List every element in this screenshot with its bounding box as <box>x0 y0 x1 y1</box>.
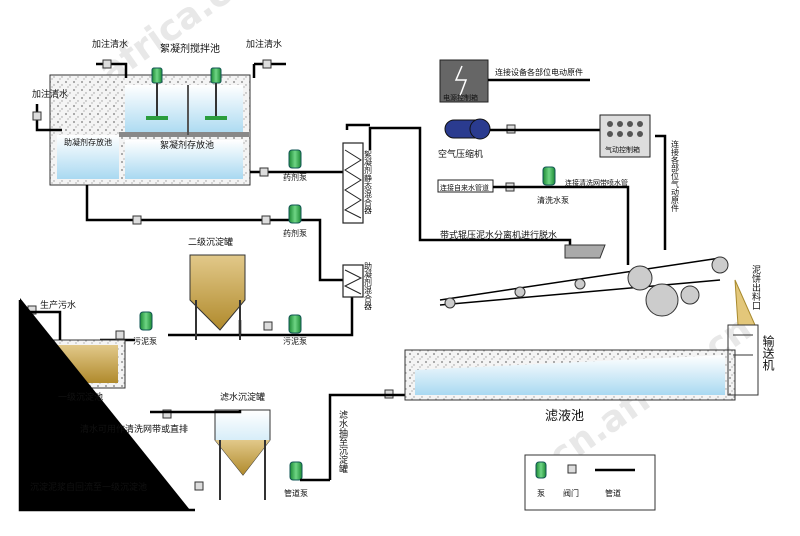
static-mixer-1-label: 絮凝剂静态混合器 <box>364 149 373 215</box>
pump-icon <box>288 204 302 224</box>
pipeline-pump-label: 管道泵 <box>284 488 308 498</box>
static-mixer-2 <box>342 264 364 298</box>
static-mixer-1 <box>342 142 364 224</box>
dosing-pump-label: 药剂泵 <box>283 172 307 182</box>
spray-note: 连接清洗网带喷水管 <box>565 178 628 187</box>
power-box-note: 连接设备各部位电动原件 <box>495 67 583 77</box>
pneumatic-wire <box>655 134 667 250</box>
belt-press <box>439 244 729 317</box>
primary-settling-tank <box>20 298 190 510</box>
flocculant-store-label: 絮凝剂存放池 <box>160 139 214 151</box>
power-control-box <box>439 59 489 103</box>
static-mixer-2-label: 助凝剂混合器 <box>364 261 373 311</box>
secondary-settling-tank <box>189 254 246 340</box>
legend <box>524 454 656 511</box>
pump-icon <box>288 149 302 169</box>
pneumatic-note: 连接各部位气动原件 <box>671 139 680 213</box>
pump-icon <box>542 166 556 186</box>
filtrate-settling-tank <box>214 409 271 500</box>
pneumatic-control-box <box>599 114 651 158</box>
cake-outlet-label: 泥饼出料口 <box>750 265 761 310</box>
conveyor <box>727 324 759 396</box>
legend-valve-label: 阀门 <box>563 488 579 498</box>
filtrate-pipe <box>300 393 410 482</box>
sludge-pump-label: 污泥泵 <box>133 336 157 346</box>
air-compressor-label: 空气压缩机 <box>438 148 483 160</box>
filtrate-pool <box>404 349 736 401</box>
conveyor-label: 输送机 <box>761 334 775 371</box>
primary-tank-label: 一级沉淀池 <box>58 391 103 403</box>
power-box-label: 电源控制箱 <box>443 93 478 102</box>
legend-valve-icon <box>567 464 577 474</box>
clean-water-note: 清水可用作清洗网带或直排 <box>80 423 188 435</box>
sludge-pump-label: 污泥泵 <box>283 336 307 346</box>
chemical-tanks <box>49 74 251 186</box>
filtrate-tank-label: 滤水沉淀罐 <box>220 391 265 403</box>
production-wastewater-label: 生产污水 <box>40 299 76 311</box>
return-pipe <box>18 300 195 512</box>
filtrate-pumped-label: 滤水抽至沉淀罐 <box>337 409 348 474</box>
coagulant-tank-label: 助凝剂存放池 <box>64 137 112 147</box>
pump-icon <box>139 311 153 331</box>
filtrate-pool-label: 滤液池 <box>545 409 584 424</box>
mixer-2 <box>205 67 227 120</box>
belt-press-note: 带式辊压泥水分离机进行脱水 <box>440 229 557 241</box>
add-water-label: 加注清水 <box>246 38 282 50</box>
sludge-return-note: 沉淀泥浆自回流至一级沉淀池 <box>30 481 147 493</box>
production-wastewater-pipe <box>20 310 62 340</box>
air-compressor <box>444 118 491 140</box>
dosing-pump-label: 药剂泵 <box>283 228 307 238</box>
flocculant-mix-tank-label: 絮凝剂搅拌池 <box>160 42 220 55</box>
secondary-tank-label: 二级沉淀罐 <box>188 236 233 248</box>
legend-pipe-label: 管道 <box>605 488 621 498</box>
spray-pipe <box>493 185 630 265</box>
clean-water-pipe <box>150 410 242 414</box>
add-water-label: 加注清水 <box>32 88 68 100</box>
mixer-1 <box>146 67 168 120</box>
tap-water-label: 连接自来水管道 <box>440 183 489 192</box>
pneumatic-box-label: 气动控制箱 <box>605 145 640 154</box>
add-water-label: 加注清水 <box>92 38 128 50</box>
pump-icon <box>289 461 303 481</box>
pump-icon <box>288 314 302 334</box>
clean-pump-label: 清洗水泵 <box>537 195 569 205</box>
legend-pump-label: 泵 <box>537 489 545 498</box>
legend-pump-icon <box>535 461 547 479</box>
